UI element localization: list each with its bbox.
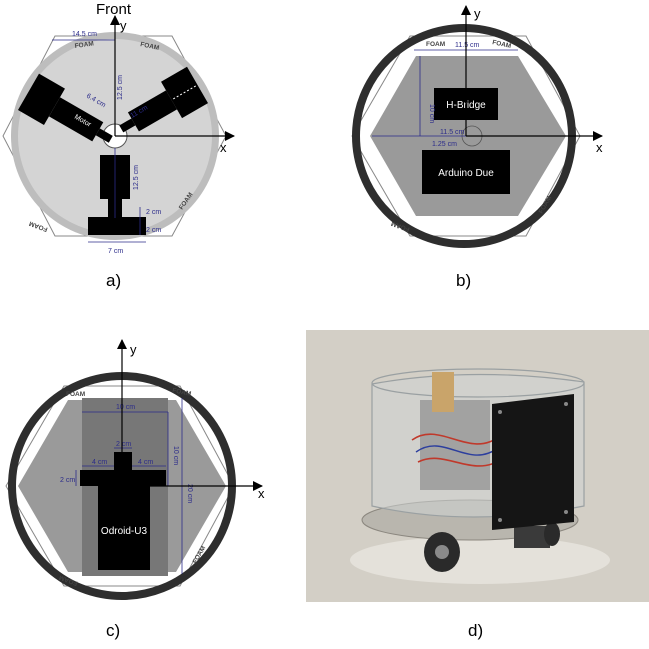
caption-b: b) bbox=[456, 271, 471, 290]
caption-c: c) bbox=[106, 621, 120, 640]
omni-wheel-right bbox=[544, 522, 560, 546]
dim-left-height: 2 cm bbox=[60, 477, 75, 484]
dim-vertical-outer: 20 cm bbox=[186, 484, 193, 503]
panel-b: H-Bridge Arduino Due 11.5 cm 10 cm 11.5 … bbox=[351, 5, 603, 290]
dim-left-arm: 4 cm bbox=[92, 459, 107, 466]
motor-left-assembly bbox=[17, 73, 113, 143]
foam-label: FOAM bbox=[426, 41, 445, 48]
dim-horiz: 11.5 cm bbox=[440, 129, 465, 136]
foam-label: FOAM bbox=[58, 574, 78, 587]
wheel-bottom bbox=[88, 217, 146, 235]
dim-vertical: 10 cm bbox=[428, 104, 435, 123]
front-label: Front bbox=[96, 1, 132, 18]
dim-small-top: 2 cm bbox=[116, 441, 131, 448]
y-axis-label: y bbox=[120, 18, 127, 33]
dim-vertical-inner: 10 cm bbox=[172, 446, 179, 465]
side-panel bbox=[492, 394, 574, 530]
panel-c: Odroid-U3 10 cm 10 cm 20 cm 2 cm 4 cm 4 … bbox=[5, 339, 265, 640]
foam-label: FOAM bbox=[140, 41, 160, 52]
hexagon-outline bbox=[5, 385, 235, 587]
motor-body-right bbox=[127, 90, 178, 132]
dim-bottom-width: 7 cm bbox=[108, 248, 123, 255]
dim-small-b: 2 cm bbox=[146, 227, 161, 234]
shaft-left bbox=[95, 128, 113, 143]
x-axis-label: x bbox=[258, 486, 265, 501]
panel-a: Motor 14.5 cm 12.5 cm 12.5 cm 6.4 cm 11 … bbox=[2, 1, 235, 290]
shaft-right bbox=[119, 118, 136, 133]
foam-label: FOAM bbox=[28, 220, 48, 233]
wheel-left bbox=[17, 73, 65, 126]
y-axis-label: y bbox=[130, 342, 137, 357]
dim-radius-down: 12.5 cm bbox=[133, 165, 140, 190]
small-block bbox=[114, 452, 132, 470]
hexagon-outline bbox=[2, 35, 227, 237]
dim-top-width: 10 cm bbox=[116, 404, 135, 411]
x-axis-label: x bbox=[220, 140, 227, 155]
motor-right-assembly bbox=[119, 66, 209, 133]
dim-top-width: 11.5 cm bbox=[455, 42, 480, 49]
foam-label: FOAM bbox=[66, 391, 85, 398]
dim-radius-up: 12.5 cm bbox=[117, 75, 124, 100]
dim-width-top: 14.5 cm bbox=[72, 31, 97, 38]
panel-d: d) bbox=[306, 330, 649, 640]
dim-small-a: 2 cm bbox=[146, 209, 161, 216]
floor-reflection bbox=[350, 536, 610, 584]
foam-label: FOAM bbox=[172, 387, 192, 398]
foam-label: FOAM bbox=[492, 39, 512, 50]
arduino-label: Arduino Due bbox=[438, 168, 494, 179]
tag-card bbox=[432, 372, 454, 412]
y-axis-label: y bbox=[474, 6, 481, 21]
crossbar bbox=[80, 470, 166, 486]
motor-mount bbox=[514, 526, 550, 548]
motor-body-left bbox=[48, 97, 104, 142]
arduino-block bbox=[422, 150, 510, 194]
odroid-block bbox=[98, 486, 150, 570]
dim-right-arm: 4 cm bbox=[138, 459, 153, 466]
x-axis-label: x bbox=[596, 140, 603, 155]
foam-label: FOAM bbox=[74, 40, 94, 50]
electronics-stack bbox=[420, 400, 490, 490]
caption-d: d) bbox=[468, 621, 483, 640]
odroid-label: Odroid-U3 bbox=[101, 526, 148, 537]
caption-a: a) bbox=[106, 271, 121, 290]
dim-small: 1.25 cm bbox=[432, 141, 457, 148]
